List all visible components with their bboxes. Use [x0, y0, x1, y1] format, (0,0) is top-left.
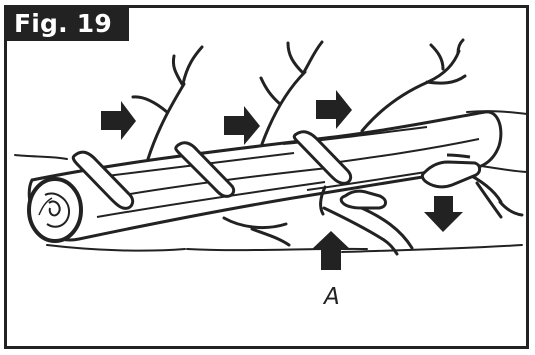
- arrow-up-icon: [311, 231, 351, 270]
- pruning-illustration: [7, 40, 527, 340]
- arrow-right-icon: [224, 106, 260, 145]
- arrow-right-icon: [316, 90, 352, 129]
- arrow-right-icon: [101, 101, 136, 140]
- label-a: A: [324, 283, 354, 311]
- figure-title: Fig. 19: [5, 5, 129, 41]
- arrow-down-icon: [424, 196, 463, 232]
